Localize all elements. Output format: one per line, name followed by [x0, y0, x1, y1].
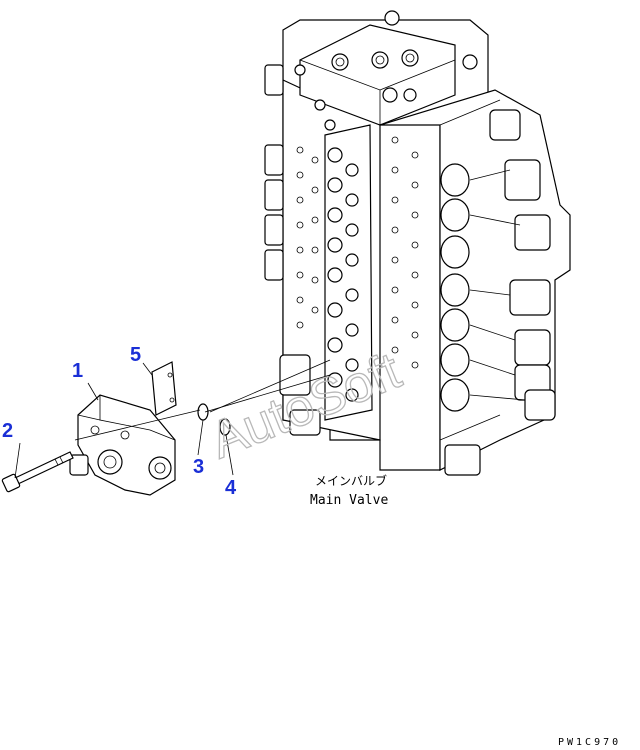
part-1-block [69, 394, 176, 496]
part-2-bolt [1, 451, 74, 493]
callout-5[interactable]: 5 [130, 344, 141, 366]
main-valve-label-jp: メインバルブ [315, 473, 387, 488]
callout-1[interactable]: 1 [72, 360, 83, 382]
callout-3[interactable]: 3 [193, 456, 204, 478]
part-5-gasket [151, 361, 177, 416]
left-ports [264, 64, 284, 281]
right-spool-caps [440, 109, 556, 421]
callout-4[interactable]: 4 [225, 477, 237, 499]
leader-lines [14, 359, 331, 479]
front-face-holes [296, 136, 419, 369]
main-valve-illustration [264, 10, 571, 476]
top-bolts [294, 10, 478, 131]
center-spool-column [324, 124, 373, 421]
bottom-fittings [279, 354, 481, 476]
drawing-code: PW1C970 [558, 737, 621, 748]
main-valve-label-en: Main Valve [310, 493, 388, 508]
callout-2[interactable]: 2 [2, 420, 13, 442]
part-4-o-ring [219, 418, 231, 436]
